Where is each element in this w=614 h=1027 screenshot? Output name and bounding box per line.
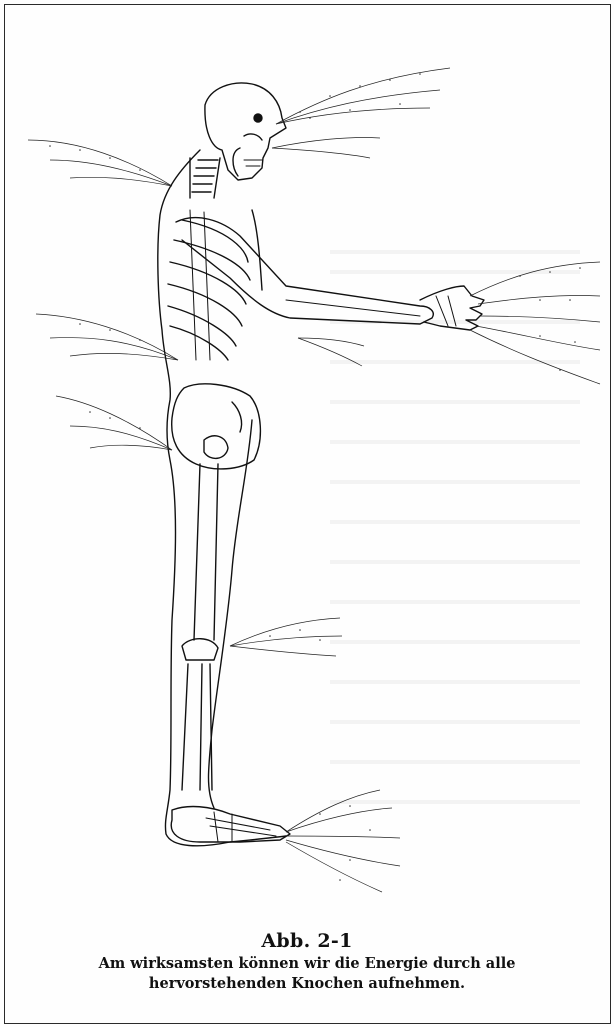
spine-cervical	[190, 158, 220, 198]
leg-bones	[182, 464, 218, 790]
energy-rays	[28, 68, 600, 892]
figure-number: Abb. 2-1	[0, 930, 614, 952]
energy-ray-back-neck	[28, 140, 172, 186]
pelvis	[172, 384, 261, 469]
skull	[205, 83, 286, 180]
body-outline	[158, 150, 286, 846]
caption-line-1: Am wirksamsten können wir die Energie du…	[0, 955, 614, 972]
energy-ray-head	[272, 68, 450, 158]
energy-ray-knee	[230, 618, 342, 656]
energy-ray-hand	[470, 262, 600, 384]
skeleton-energy-figure	[0, 0, 614, 930]
energy-ray-elbow	[298, 338, 364, 366]
energy-ray-back	[36, 314, 178, 360]
foot-bones	[171, 807, 290, 842]
energy-ray-pelvis	[56, 396, 172, 450]
energy-ray-dots	[49, 73, 581, 881]
caption-line-2: hervorstehenden Knochen aufnehmen.	[0, 975, 614, 992]
energy-ray-foot	[286, 790, 400, 892]
